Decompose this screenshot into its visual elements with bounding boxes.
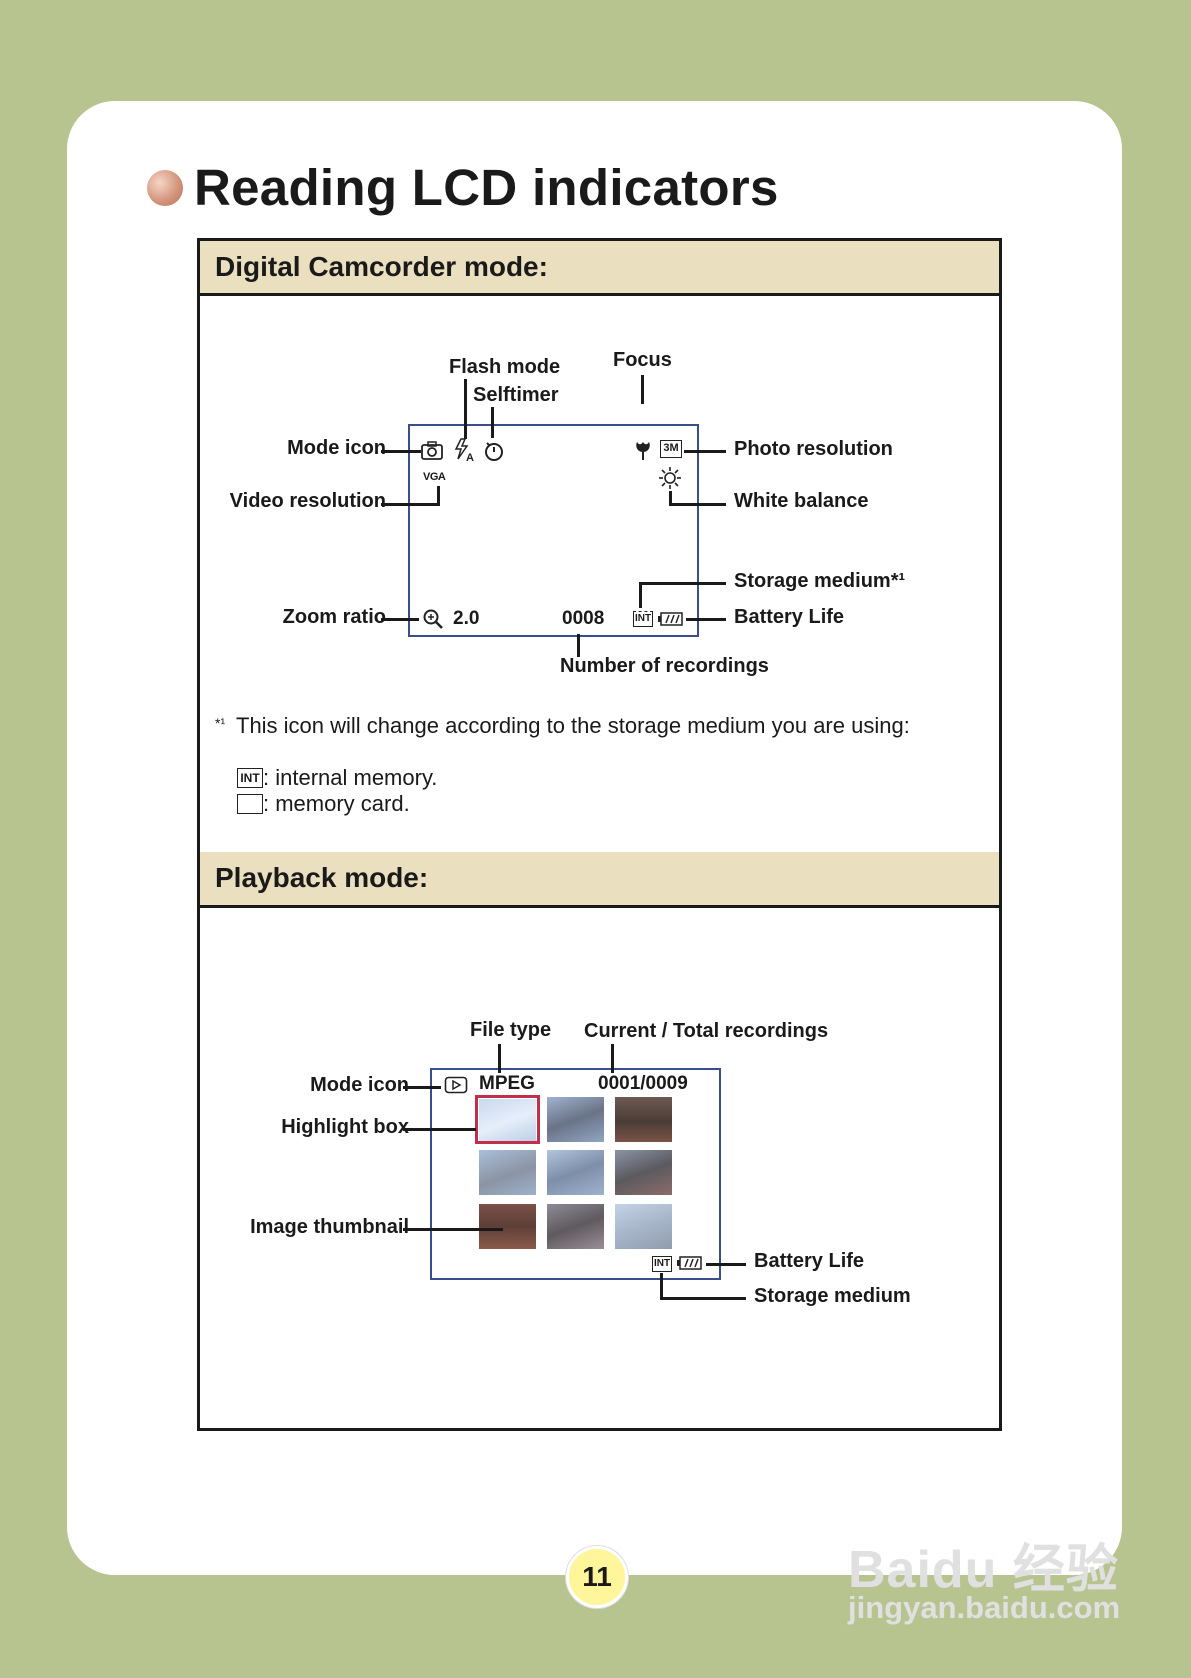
leader-storage-h	[639, 582, 726, 585]
label-battery-life: Battery Life	[754, 1250, 865, 1272]
leader-video-res-h	[381, 503, 440, 506]
image-thumbnail-7[interactable]	[479, 1204, 536, 1249]
leader-flash	[464, 379, 467, 439]
playback-section: Playback mode: MPEG 0001/0009 INT File t…	[197, 852, 1002, 1431]
label-number-of-recordings: Number of recordings	[560, 655, 769, 677]
file-type-value: MPEG	[479, 1073, 535, 1094]
leader-focus	[641, 375, 644, 404]
leader-storage-v	[639, 582, 642, 608]
selftimer-icon	[485, 442, 503, 461]
memory-card-legend-icon	[237, 794, 263, 814]
camcorder-lcd	[408, 424, 699, 637]
leader-storage-v	[660, 1273, 663, 1300]
recording-count: 0008	[562, 608, 605, 629]
page-number: 11	[566, 1546, 628, 1608]
footnote-mark: *¹	[215, 715, 226, 731]
zoom-value: 2.0	[453, 608, 480, 629]
image-thumbnail-2[interactable]	[547, 1097, 604, 1142]
label-image-thumbnail: Image thumbnail	[250, 1216, 409, 1238]
camera-mode-icon	[421, 441, 443, 460]
camcorder-section: Digital Camcorder mode: A VGA 3M 2.	[197, 238, 1002, 858]
internal-memory-legend-icon: INT	[237, 768, 263, 788]
playback-heading: Playback mode:	[200, 852, 999, 908]
label-mode-icon: Mode icon	[310, 1074, 409, 1096]
flash-auto-icon: A	[454, 438, 474, 463]
leader-thumbnail	[403, 1228, 503, 1231]
leader-selftimer	[491, 407, 494, 438]
camcorder-heading: Digital Camcorder mode:	[200, 241, 999, 296]
label-selftimer: Selftimer	[473, 384, 559, 406]
image-thumbnail-8[interactable]	[547, 1204, 604, 1249]
leader-zoom	[381, 618, 419, 621]
label-mode-icon: Mode icon	[287, 437, 386, 459]
leader-battery	[686, 618, 726, 621]
watermark-url: jingyan.baidu.com	[848, 1590, 1121, 1625]
label-focus: Focus	[613, 349, 672, 371]
vga-resolution-icon: VGA	[423, 471, 446, 483]
image-thumbnail-6[interactable]	[615, 1150, 672, 1195]
highlight-box	[475, 1095, 540, 1144]
internal-memory-icon: INT	[652, 1256, 672, 1272]
label-highlight-box: Highlight box	[281, 1116, 409, 1138]
label-photo-resolution: Photo resolution	[734, 438, 893, 460]
label-storage-medium: Storage medium*¹	[734, 570, 906, 592]
image-thumbnail-9[interactable]	[615, 1204, 672, 1249]
label-zoom-ratio: Zoom ratio	[282, 606, 386, 628]
image-thumbnail-5[interactable]	[547, 1150, 604, 1195]
label-flash-mode: Flash mode	[449, 356, 561, 378]
footnote-text: This icon will change according to the s…	[236, 713, 910, 738]
title-bullet-icon	[147, 170, 183, 206]
label-video-resolution: Video resolution	[229, 490, 386, 512]
playback-mode-icon	[444, 1076, 468, 1094]
label-current-total: Current / Total recordings	[584, 1020, 829, 1042]
memory-card-legend: : memory card.	[263, 791, 410, 816]
zoom-icon	[423, 609, 443, 629]
recording-counter: 0001/0009	[598, 1073, 688, 1094]
macro-focus-icon	[636, 442, 650, 460]
leader-wb-h	[669, 503, 726, 506]
leader-storage-h	[660, 1297, 746, 1300]
watermark-brand: Baidu 经验	[848, 1541, 1119, 1599]
label-file-type: File type	[470, 1019, 552, 1041]
image-thumbnail-4[interactable]	[479, 1150, 536, 1195]
svg-text:A: A	[466, 452, 474, 463]
photo-resolution-icon: 3M	[660, 440, 682, 458]
leader-photo-res	[684, 450, 726, 453]
battery-icon	[677, 1256, 702, 1270]
battery-icon	[658, 612, 683, 626]
image-thumbnail-3[interactable]	[615, 1097, 672, 1142]
white-balance-sun-icon	[659, 467, 681, 489]
leader-video-res-v	[437, 486, 440, 506]
leader-battery	[706, 1263, 746, 1266]
leader-highlight-box	[403, 1128, 476, 1131]
label-white-balance: White balance	[734, 490, 869, 512]
label-battery-life: Battery Life	[734, 606, 845, 628]
leader-current-total	[611, 1044, 614, 1073]
image-thumbnail-1[interactable]	[479, 1099, 536, 1144]
leader-mode-icon	[381, 450, 421, 453]
leader-mode-icon	[403, 1086, 441, 1089]
leader-recordings	[577, 634, 580, 657]
leader-wb-v	[669, 491, 672, 505]
page-title: Reading LCD indicators	[194, 159, 779, 216]
internal-memory-icon: INT	[633, 611, 653, 627]
label-storage-medium: Storage medium	[754, 1285, 911, 1307]
internal-memory-legend: : internal memory.	[263, 765, 438, 790]
leader-file-type	[498, 1044, 501, 1073]
